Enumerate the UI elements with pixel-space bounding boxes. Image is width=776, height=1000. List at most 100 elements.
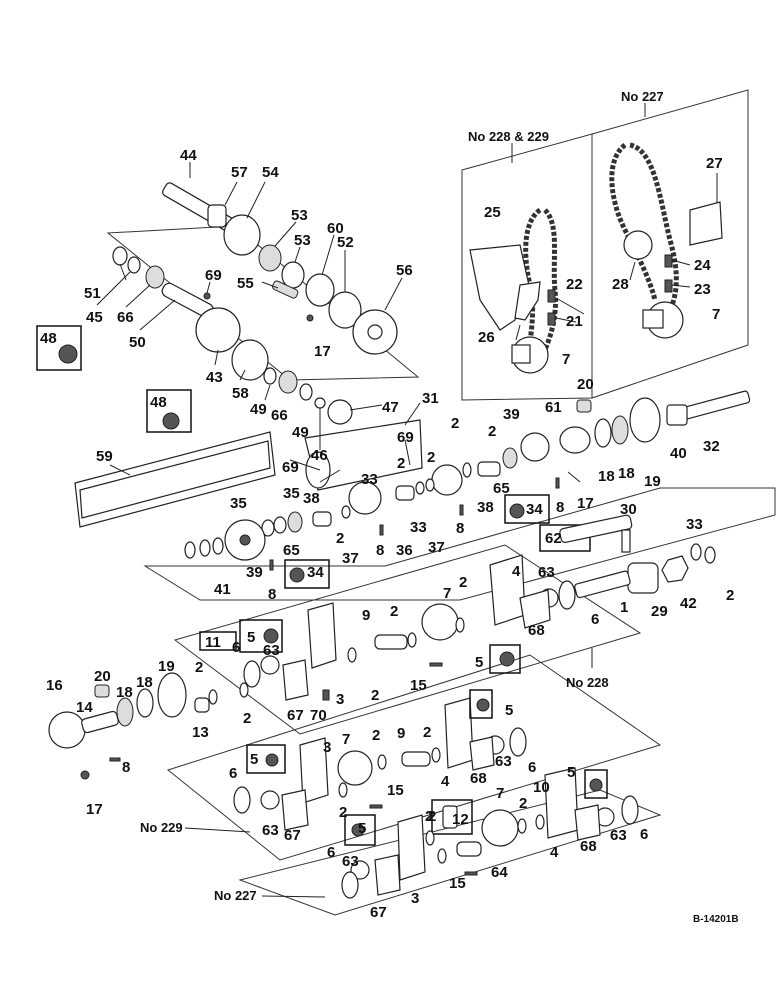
nut-17a	[306, 314, 314, 322]
label-no227-top: No 227	[621, 89, 664, 104]
callout-2q: 2	[425, 808, 433, 825]
bracket-4b	[444, 697, 474, 769]
pin-30	[621, 529, 631, 553]
callout-6b: 6	[232, 639, 240, 656]
bearing-65a	[502, 447, 518, 469]
bearing-65b	[287, 511, 303, 533]
washer-2p	[517, 818, 527, 834]
callout-69c: 69	[282, 459, 299, 476]
disc-18c	[116, 697, 134, 727]
callout-15b: 15	[387, 782, 404, 799]
callout-18d: 18	[136, 674, 153, 691]
callout-68b: 68	[470, 770, 487, 787]
callout-8c: 8	[556, 499, 564, 516]
callout-18b: 18	[618, 465, 635, 482]
callout-29: 29	[651, 603, 668, 620]
box-11	[199, 631, 237, 651]
washer-46	[314, 397, 326, 409]
link-21	[547, 312, 556, 326]
sprocket-39b-hub	[239, 534, 251, 546]
callout-33c: 33	[686, 516, 703, 533]
callout-2g: 2	[459, 574, 467, 591]
callout-12: 12	[452, 811, 469, 828]
sprocket-16	[48, 711, 86, 749]
spacer-38a	[477, 461, 501, 477]
callout-2h: 2	[390, 603, 398, 620]
callout-3b: 3	[323, 739, 331, 756]
callout-2p: 2	[519, 795, 527, 812]
callout-38a: 38	[477, 499, 494, 516]
callout-61: 61	[545, 399, 562, 416]
callout-48b: 48	[150, 394, 167, 411]
bracket-3a	[307, 602, 337, 669]
callout-46: 46	[311, 447, 328, 464]
callout-18a: 18	[598, 468, 615, 485]
sprocket-28	[623, 230, 653, 260]
callout-62: 62	[545, 530, 562, 547]
plate-67b	[281, 789, 309, 831]
callout-28: 28	[612, 276, 629, 293]
callout-9a: 9	[362, 607, 370, 624]
chain-no228-229-return	[537, 208, 559, 362]
callout-6c: 6	[528, 759, 536, 776]
washer-33c	[690, 543, 702, 561]
flange-6a	[558, 580, 576, 610]
callout-2k: 2	[243, 710, 251, 727]
washer-2f	[704, 546, 716, 564]
callout-6a: 6	[591, 611, 599, 628]
sprocket-7d	[337, 750, 373, 786]
key-15b	[369, 804, 383, 809]
callout-68c: 68	[580, 838, 597, 855]
callout-11: 11	[205, 634, 221, 651]
tube-9b	[401, 751, 431, 767]
disc-18d	[136, 688, 154, 718]
callout-5d: 5	[250, 751, 258, 768]
callout-2c: 2	[397, 455, 405, 472]
callout-54: 54	[262, 164, 279, 181]
bearing-5f	[589, 778, 603, 792]
drawing-number: B-14201B	[693, 914, 739, 925]
flange-6e	[621, 795, 639, 825]
callout-4c: 4	[550, 844, 559, 861]
flange-54	[223, 214, 261, 256]
box-5d	[246, 744, 286, 774]
callout-60: 60	[327, 220, 344, 237]
callout-44: 44	[180, 147, 197, 164]
callout-70: 70	[310, 707, 327, 724]
callout-45: 45	[86, 309, 103, 326]
callout-3c: 3	[411, 890, 419, 907]
callout-8a: 8	[456, 520, 464, 537]
callout-6d: 6	[229, 765, 237, 782]
callout-2n: 2	[339, 804, 347, 821]
callout-5a: 5	[475, 654, 483, 671]
plate-58	[231, 339, 269, 381]
disc-18b	[594, 418, 612, 448]
callout-65a: 65	[493, 480, 510, 497]
callout-63e: 63	[610, 827, 627, 844]
bearing-34b	[289, 567, 305, 583]
callout-66b: 66	[271, 407, 288, 424]
sprocket-7c	[421, 603, 459, 641]
label-no228: No 228	[566, 675, 609, 690]
callout-43: 43	[206, 369, 223, 386]
washer-2e	[341, 505, 351, 519]
callout-63a: 63	[538, 564, 555, 581]
callout-39a: 39	[503, 406, 520, 423]
callout-65b: 65	[283, 542, 300, 559]
nut-42	[661, 555, 689, 583]
spacer-13	[194, 697, 210, 713]
callout-2b: 2	[488, 423, 496, 440]
flange-19a	[629, 397, 661, 443]
callout-5b: 5	[247, 629, 255, 646]
callout-33b: 33	[410, 519, 427, 536]
washer-2m	[431, 747, 441, 763]
callout-5g: 5	[358, 820, 366, 837]
callout-19b: 19	[158, 658, 175, 675]
callout-64: 64	[491, 864, 508, 881]
pin-8e	[109, 757, 121, 762]
callout-63b: 63	[263, 642, 280, 659]
washer-2b	[425, 478, 435, 492]
callout-48a: 48	[40, 330, 57, 347]
bracket-3c	[397, 814, 426, 881]
